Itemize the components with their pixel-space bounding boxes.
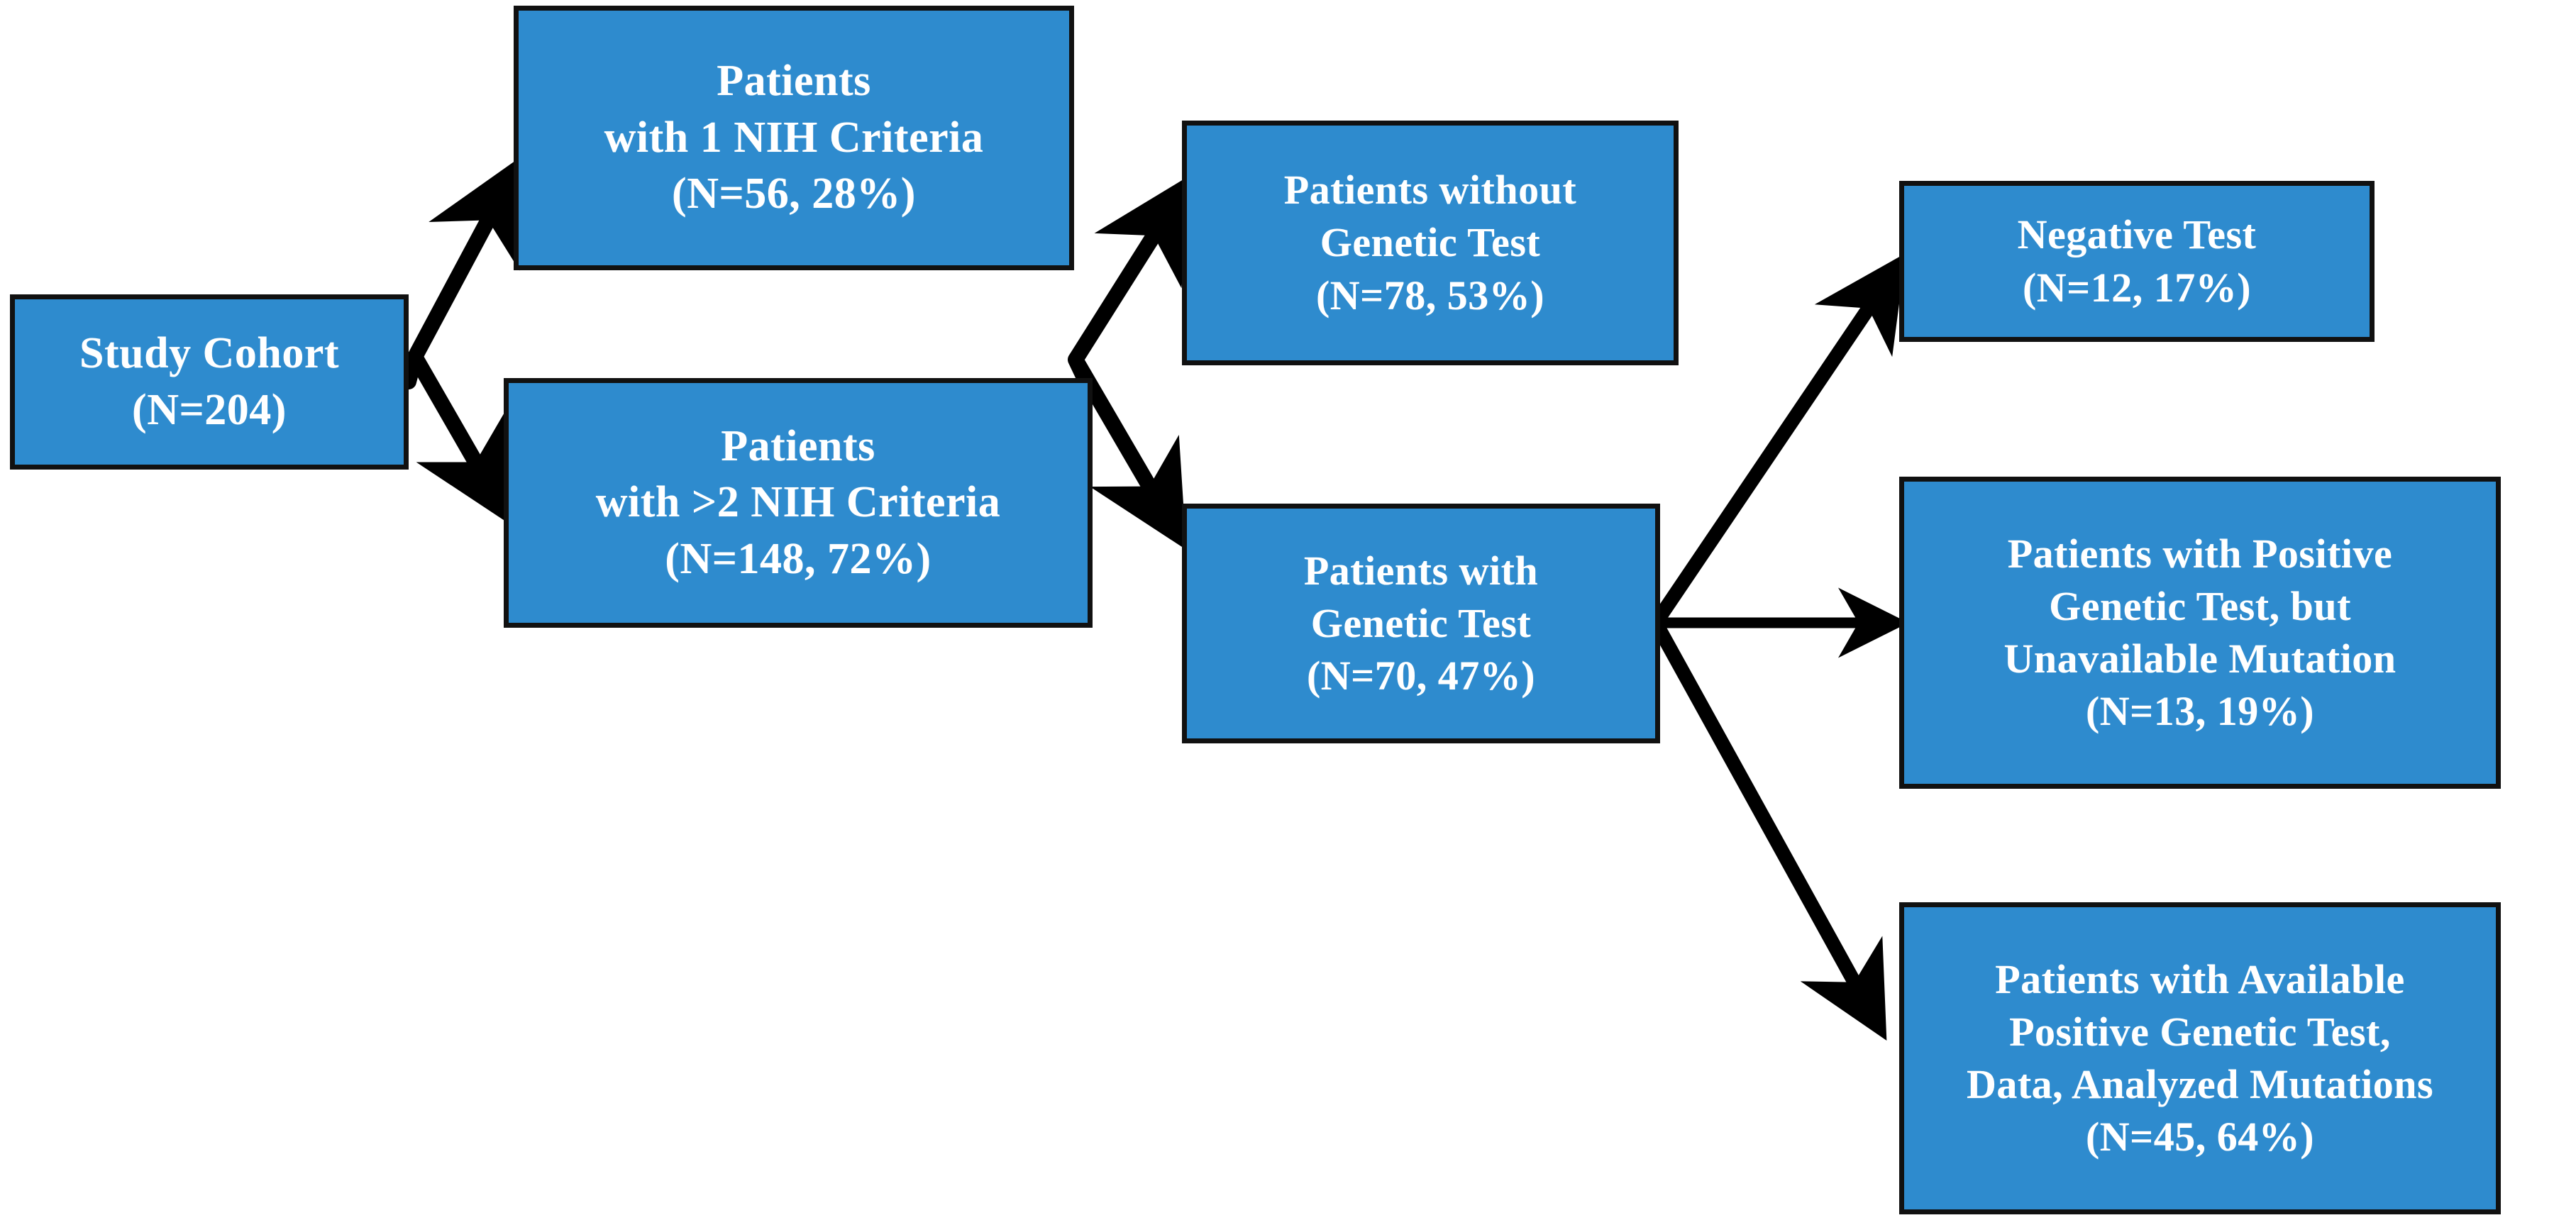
node-one-nih-criteria[interactable]: Patients with 1 NIH Criteria (N=56, 28%) xyxy=(514,6,1074,270)
node-two-or-more-nih-criteria[interactable]: Patients with >2 NIH Criteria (N=148, 72… xyxy=(504,378,1093,628)
node-line: Patients without xyxy=(1283,167,1577,214)
node-negative-test[interactable]: Negative Test (N=12, 17%) xyxy=(1899,181,2375,342)
node-line: (N=204) xyxy=(132,385,287,434)
node-study-cohort[interactable]: Study Cohort (N=204) xyxy=(10,294,409,470)
node-line: (N=45, 64%) xyxy=(2085,1114,2315,1160)
node-line: Genetic Test, but xyxy=(2049,582,2351,629)
node-line: Patients xyxy=(717,57,871,106)
node-line: (N=13, 19%) xyxy=(2085,688,2315,735)
edge-study-cohort-to-one-nih xyxy=(401,155,523,389)
node-patients-with-genetic-test[interactable]: Patients with Genetic Test (N=70, 47%) xyxy=(1182,504,1660,743)
node-line: Negative Test xyxy=(2017,211,2257,258)
node-line: Unavailable Mutation xyxy=(2003,636,2397,682)
edge-study-cohort-to-two-nih xyxy=(408,353,512,526)
node-line: (N=148, 72%) xyxy=(665,534,932,583)
node-line: (N=78, 53%) xyxy=(1315,272,1545,318)
node-positive-test-unavailable-mutation[interactable]: Patients with Positive Genetic Test, but… xyxy=(1899,477,2501,789)
node-positive-test-available-data[interactable]: Patients with Available Positive Genetic… xyxy=(1899,902,2501,1214)
node-line: Patients with xyxy=(1303,547,1539,594)
node-line: with >2 NIH Criteria xyxy=(595,478,1001,527)
node-patients-without-genetic-test[interactable]: Patients without Genetic Test (N=78, 53%… xyxy=(1182,121,1679,365)
node-line: Positive Genetic Test, xyxy=(2009,1008,2391,1055)
node-line: (N=70, 47%) xyxy=(1306,653,1536,699)
node-line: Patients with Positive xyxy=(2007,530,2393,577)
node-line: Study Cohort xyxy=(79,329,339,378)
node-line: (N=56, 28%) xyxy=(672,170,916,218)
node-line: Patients xyxy=(721,421,875,470)
node-line: Genetic Test xyxy=(1310,599,1532,646)
edge-with-test-to-positive-available xyxy=(1649,619,1887,1041)
node-line: with 1 NIH Criteria xyxy=(604,113,984,162)
node-line: Genetic Test xyxy=(1320,219,1541,266)
edge-two-nih-to-without-test xyxy=(1068,173,1193,394)
edge-with-test-to-negative xyxy=(1649,253,1906,627)
node-line: (N=12, 17%) xyxy=(2022,264,2252,311)
node-line: Patients with Available xyxy=(1995,955,2405,1002)
node-line: Data, Analyzed Mutations xyxy=(1966,1061,2434,1107)
